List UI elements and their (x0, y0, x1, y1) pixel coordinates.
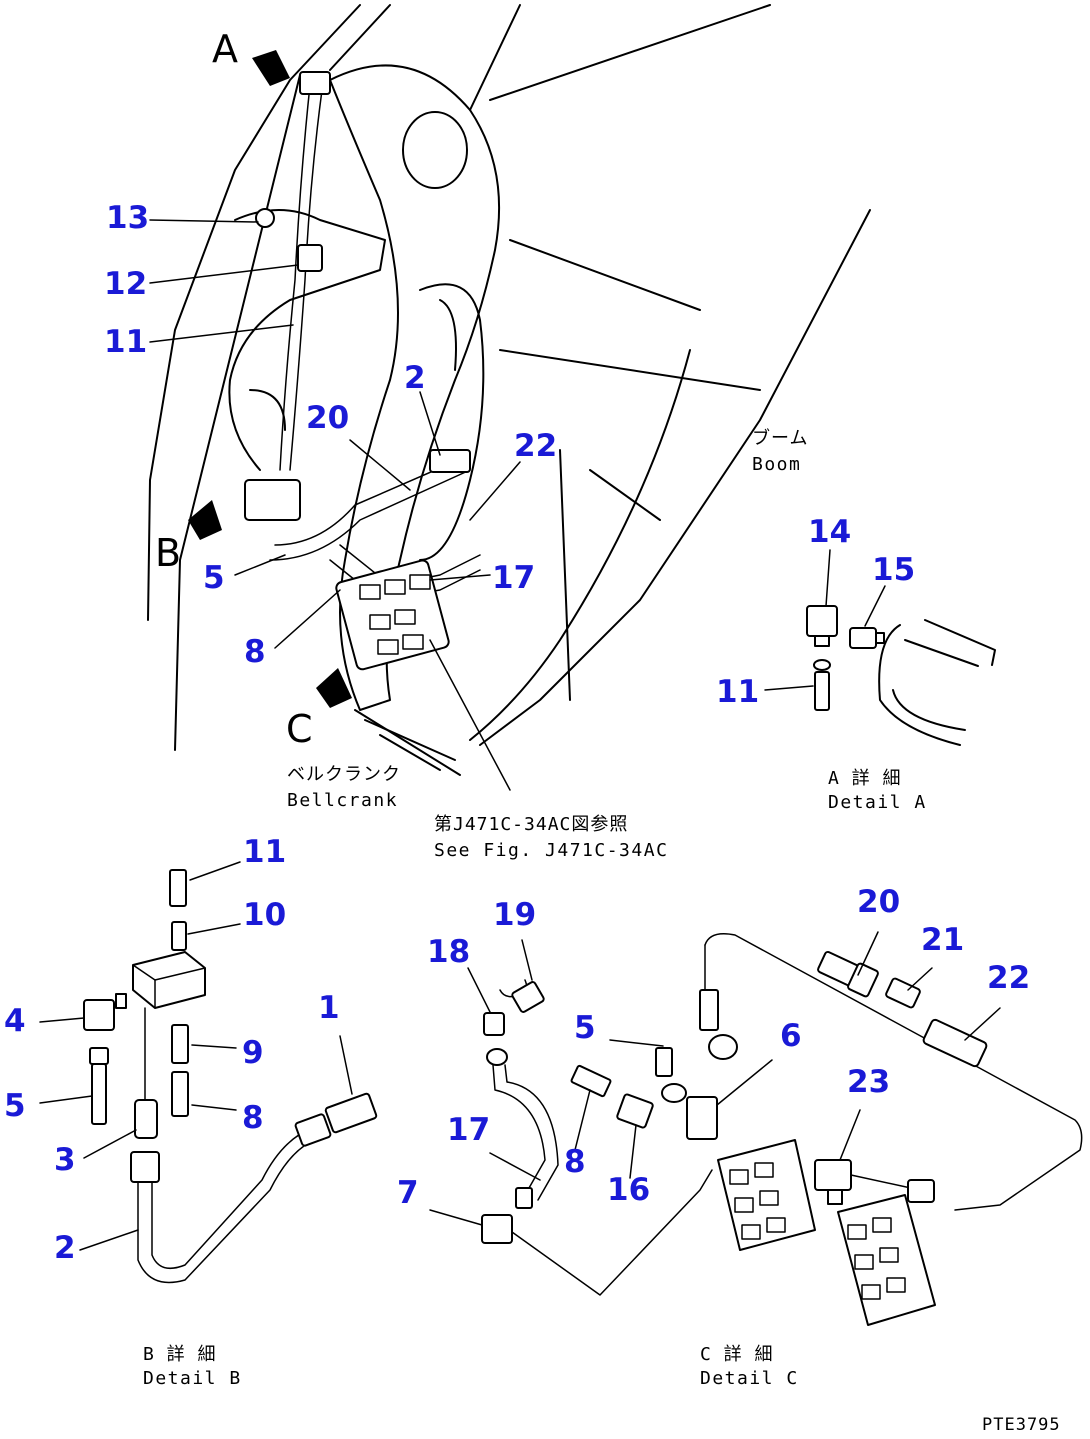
callout-2: 2 (404, 360, 426, 396)
detail-b: 11 10 4 1 9 5 8 3 2 B 詳 細 Detail B (4, 834, 378, 1389)
callout-17: 17 (492, 560, 535, 596)
callout-20-c: 20 (857, 884, 900, 920)
see-fig-label-en: See Fig. J471C-34AC (434, 840, 668, 861)
view-arrow-a (252, 50, 290, 86)
callout-22-c: 22 (987, 960, 1030, 996)
bellcrank-label-en: Bellcrank (287, 790, 398, 811)
callout-11-a: 11 (716, 674, 759, 710)
callout-8-b: 8 (242, 1100, 264, 1136)
callout-9: 9 (242, 1035, 264, 1071)
detail-a-title-jp: A 詳 細 (828, 768, 902, 789)
callout-2-b: 2 (54, 1230, 76, 1266)
main-view: 13 12 11 2 20 22 5 17 8 A B C ブーム Boom ベ… (104, 4, 871, 861)
callout-16: 16 (607, 1172, 650, 1208)
detail-b-title-en: Detail B (143, 1368, 242, 1389)
callout-21: 21 (921, 922, 964, 958)
view-letter-b: B (155, 531, 181, 575)
detail-c: 19 18 20 21 22 5 6 23 17 8 16 7 C 詳 細 De… (397, 884, 1083, 1389)
callout-3: 3 (54, 1142, 76, 1178)
boom-label-en: Boom (752, 454, 801, 475)
callout-19: 19 (493, 897, 536, 933)
callout-4: 4 (4, 1003, 26, 1039)
detail-c-title-jp: C 詳 細 (700, 1344, 774, 1365)
callout-12: 12 (104, 266, 147, 302)
callout-5-c: 5 (574, 1010, 596, 1046)
detail-a: 14 15 11 A 詳 細 Detail A (716, 514, 996, 813)
callout-11: 11 (104, 324, 147, 360)
callout-14: 14 (808, 514, 851, 550)
view-arrow-c (316, 668, 352, 708)
callout-6: 6 (780, 1018, 802, 1054)
callout-23: 23 (847, 1064, 890, 1100)
callout-1: 1 (318, 990, 340, 1026)
callout-8-c: 8 (564, 1144, 586, 1180)
boom-label-jp: ブーム (752, 427, 808, 449)
callout-5-b: 5 (4, 1088, 26, 1124)
view-letter-c: C (286, 707, 313, 751)
control-valve-main (335, 559, 450, 671)
callout-7: 7 (397, 1175, 419, 1211)
bellcrank-label-jp: ベルクランク (287, 764, 401, 785)
callout-11-b: 11 (243, 834, 286, 870)
detail-a-title-en: Detail A (828, 792, 927, 813)
control-valve-detail-c-second (837, 1194, 936, 1326)
callout-8: 8 (244, 634, 266, 670)
callout-20: 20 (306, 400, 349, 436)
detail-b-title-jp: B 詳 細 (143, 1344, 217, 1365)
callout-15: 15 (872, 552, 915, 588)
detail-c-title-en: Detail C (700, 1368, 799, 1389)
view-arrow-b (188, 500, 222, 540)
control-valve-detail-c (717, 1139, 816, 1251)
see-fig-label-jp: 第J471C-34AC図参照 (434, 814, 628, 835)
view-letter-a: A (212, 27, 238, 71)
callout-10: 10 (243, 897, 286, 933)
callout-5: 5 (203, 560, 225, 596)
figure-code: PTE3795 (982, 1415, 1061, 1435)
callout-17-c: 17 (447, 1112, 490, 1148)
callout-22: 22 (514, 428, 557, 464)
callout-13: 13 (106, 200, 149, 236)
callout-18: 18 (427, 934, 470, 970)
